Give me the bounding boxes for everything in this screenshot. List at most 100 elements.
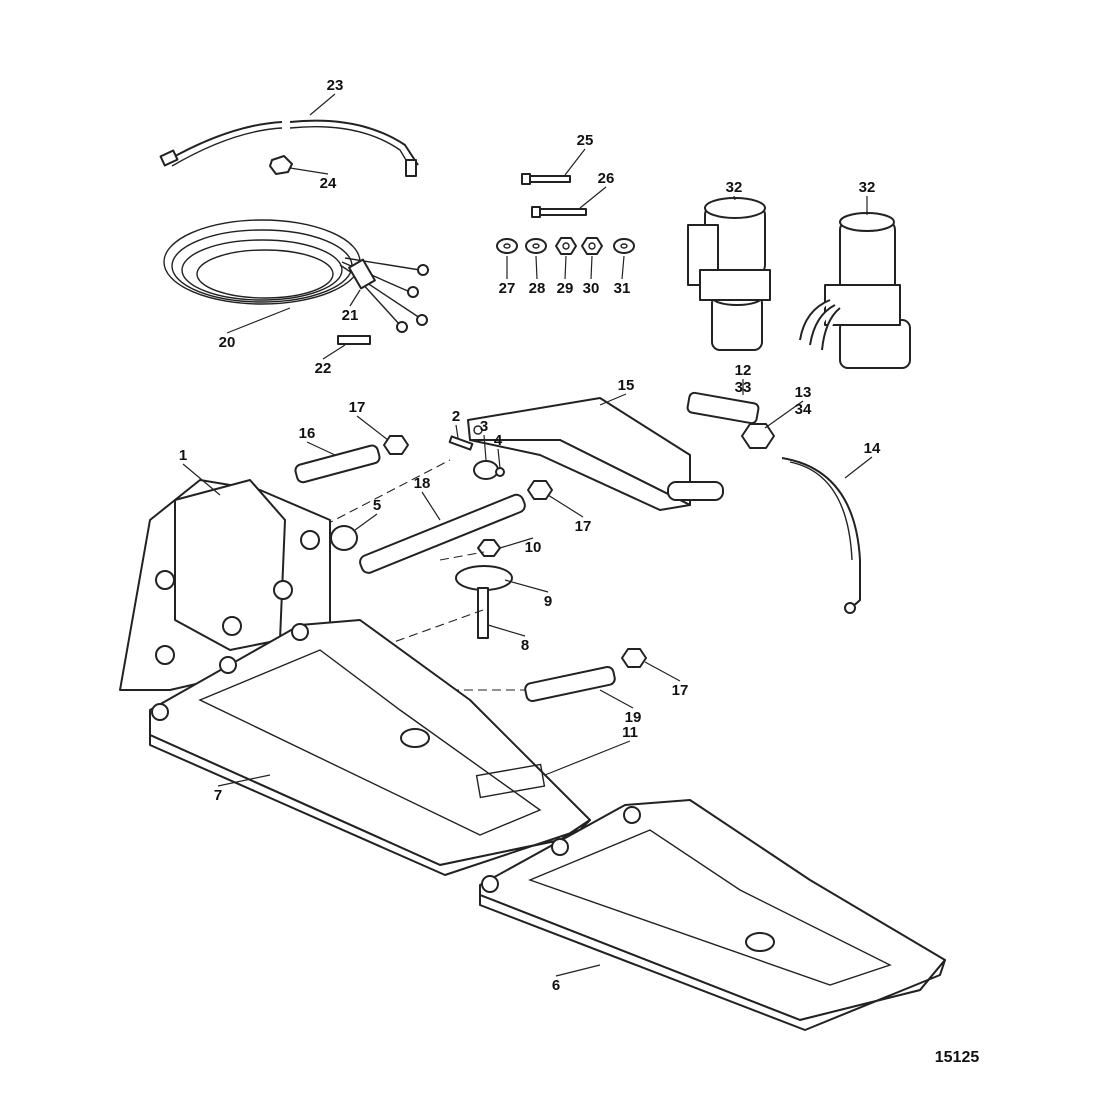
leader-lines xyxy=(182,93,873,977)
leader-line-10 xyxy=(499,537,534,549)
callout-2: 2 xyxy=(452,408,460,425)
leader-line-1 xyxy=(182,463,221,496)
washers-nuts xyxy=(496,237,635,255)
leader-line-13 xyxy=(764,400,804,429)
callout-10: 10 xyxy=(525,539,542,556)
leader-line-25 xyxy=(564,148,586,176)
screw-2 xyxy=(448,435,474,451)
callout-6: 6 xyxy=(552,977,560,994)
leader-line-30 xyxy=(590,255,593,280)
callout-24: 24 xyxy=(320,175,337,192)
callout-33: 33 xyxy=(735,379,752,396)
leader-line-18 xyxy=(421,491,441,521)
pin-19 xyxy=(524,665,616,703)
fitting-12-33 xyxy=(686,391,760,425)
leader-line-29 xyxy=(564,255,567,280)
leader-line-8 xyxy=(487,624,526,637)
callout-11: 11 xyxy=(622,724,638,741)
leader-line-5 xyxy=(354,513,378,531)
callout-30: 30 xyxy=(583,280,600,297)
trim-tab-7 xyxy=(149,619,591,876)
hose-14 xyxy=(781,457,861,614)
nut-4 xyxy=(495,467,505,477)
leader-line-11 xyxy=(544,740,631,776)
callout-3: 3 xyxy=(480,418,488,435)
callout-8: 8 xyxy=(521,637,529,654)
trim-cylinder-15 xyxy=(467,397,724,511)
callout-17: 17 xyxy=(672,682,689,699)
figure-number: 15125 xyxy=(935,1049,980,1066)
callout-34: 34 xyxy=(795,401,812,418)
nut-17-b xyxy=(527,480,553,500)
washer-9 xyxy=(455,565,513,591)
fitting-nut-24 xyxy=(269,155,293,175)
pump-motor-32-right xyxy=(799,212,911,369)
wiring-harness-20 xyxy=(163,219,429,333)
leader-line-31 xyxy=(621,255,625,280)
callout-17: 17 xyxy=(349,399,366,416)
trim-tab-6 xyxy=(479,799,946,1031)
callout-22: 22 xyxy=(315,360,332,377)
bolt-26 xyxy=(531,206,587,218)
nut-17-a xyxy=(383,435,409,455)
leader-line-15 xyxy=(599,393,627,406)
callout-26: 26 xyxy=(598,170,615,187)
bolt-25 xyxy=(521,173,571,185)
leader-line-3 xyxy=(483,434,487,461)
leader-line-26 xyxy=(579,186,607,209)
hydraulic-hose-23 xyxy=(159,119,419,177)
leader-line-7 xyxy=(217,774,271,787)
callout-18: 18 xyxy=(414,475,431,492)
pin-16 xyxy=(294,444,381,484)
nut-17-c xyxy=(621,648,647,668)
plug-5 xyxy=(330,525,358,551)
nut-13-34 xyxy=(741,423,775,449)
leader-line-14 xyxy=(844,456,873,479)
callout-32: 32 xyxy=(726,179,743,196)
leader-line-24 xyxy=(289,167,329,175)
leader-line-16 xyxy=(306,441,336,456)
fuse-22 xyxy=(337,335,371,345)
leader-line-6 xyxy=(555,964,601,977)
leader-line-17 xyxy=(356,415,389,441)
pin-18 xyxy=(359,493,526,574)
leader-line-4 xyxy=(497,448,501,469)
callout-25: 25 xyxy=(577,132,594,149)
washer-3 xyxy=(473,460,499,480)
leader-line-17 xyxy=(547,494,584,518)
callout-17: 17 xyxy=(575,518,592,535)
callout-4: 4 xyxy=(494,432,503,449)
leader-line-23 xyxy=(309,93,336,116)
callout-19: 19 xyxy=(625,709,642,726)
leader-line-32 xyxy=(733,195,736,201)
leader-line-9 xyxy=(504,579,549,593)
leader-line-19 xyxy=(599,689,634,709)
callout-14: 14 xyxy=(864,440,881,457)
nut-10 xyxy=(477,539,501,557)
callout-23: 23 xyxy=(327,77,344,94)
callout-12: 12 xyxy=(735,362,752,379)
callout-9: 9 xyxy=(544,593,552,610)
callout-20: 20 xyxy=(219,334,236,351)
callout-21: 21 xyxy=(342,307,359,324)
callout-32: 32 xyxy=(859,179,876,196)
leader-line-2 xyxy=(455,424,459,439)
callout-15: 15 xyxy=(618,377,635,394)
pump-motor-32-left xyxy=(687,197,771,351)
callout-5: 5 xyxy=(373,497,381,514)
callout-1: 1 xyxy=(179,447,187,464)
callout-16: 16 xyxy=(299,425,316,442)
callout-13: 13 xyxy=(795,384,812,401)
leader-line-17 xyxy=(644,661,681,682)
leader-line-22 xyxy=(322,344,346,360)
callout-7: 7 xyxy=(214,787,222,804)
leader-line-28 xyxy=(535,255,538,280)
callout-27: 27 xyxy=(499,280,516,297)
callout-28: 28 xyxy=(529,280,546,297)
leader-line-21 xyxy=(349,289,361,307)
callout-31: 31 xyxy=(614,280,631,297)
callout-29: 29 xyxy=(557,280,574,297)
